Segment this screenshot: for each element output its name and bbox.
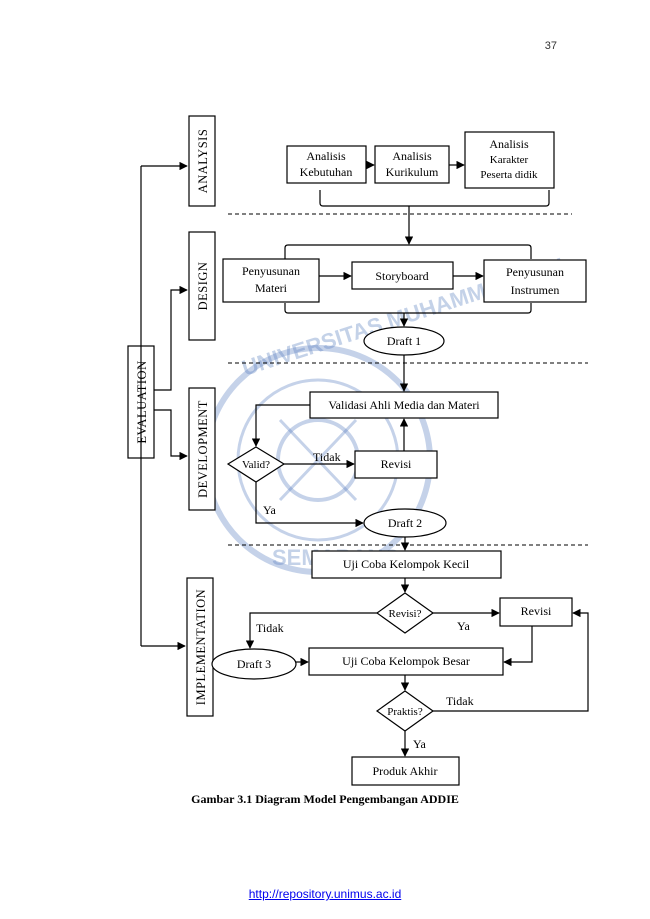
- arrow-valid-to-draft2: [255, 482, 364, 528]
- phase-evaluation-label: EVALUATION: [135, 360, 149, 443]
- node-produk-akhir: [351, 756, 460, 786]
- node-produk-akhir-label: Produk Akhir: [372, 764, 437, 778]
- node-uji-kecil: [311, 550, 502, 579]
- node-analisis-karakter: [464, 131, 555, 189]
- node-draft3: [211, 648, 297, 680]
- node-valid-label: Valid?: [242, 459, 270, 471]
- eval-to-development-arrow: [154, 409, 188, 461]
- node-uji-kecil-label: Uji Coba Kelompok Kecil: [343, 557, 470, 571]
- node-revisi-1-label: Revisi: [381, 457, 412, 471]
- phase-analysis-label: ANALYSIS: [196, 129, 210, 194]
- edge-tidak-3: Tidak: [446, 694, 474, 708]
- node-analisis-kurikulum-line2: Kurikulum: [386, 165, 439, 179]
- design-top-bracket: [284, 244, 532, 259]
- node-analisis-kurikulum-line1: Analisis: [392, 149, 432, 163]
- eval-to-design-arrow: [154, 285, 188, 391]
- node-revisi-1: [354, 450, 438, 479]
- arrow-praktis-to-revisi2: [433, 608, 589, 712]
- node-revisi-2: [499, 597, 573, 627]
- node-analisis-karakter-line1: Analisis: [489, 137, 529, 151]
- node-penyusunan-instrumen-line1: Penyusunan: [506, 265, 564, 279]
- edge-ya-2: Ya: [457, 619, 470, 633]
- phase-design-box: [188, 231, 216, 341]
- node-penyusunan-instrumen: [483, 259, 587, 303]
- node-revisi-decision: [375, 592, 435, 634]
- node-revisi-2-label: Revisi: [521, 604, 552, 618]
- node-penyusunan-materi-line1: Penyusunan: [242, 264, 300, 278]
- edge-tidak-1: Tidak: [313, 450, 341, 464]
- phase-analysis-box: [188, 115, 216, 207]
- arrow-validasi-to-valid: [251, 404, 310, 447]
- node-storyboard: [351, 261, 454, 290]
- phase-implementation-box: [186, 577, 214, 717]
- node-penyusunan-materi: [222, 258, 320, 303]
- node-analisis-kebutuhan-line2: Kebutuhan: [300, 165, 353, 179]
- phase-implementation-label: IMPLEMENTATION: [194, 589, 208, 705]
- node-draft2-label: Draft 2: [388, 516, 422, 530]
- page-number: 37: [544, 40, 557, 52]
- edge-ya-1: Ya: [263, 503, 276, 517]
- node-penyusunan-materi-line2: Materi: [255, 281, 288, 295]
- phase-design-label: DESIGN: [196, 262, 210, 311]
- node-analisis-karakter-line3: Peserta didik: [480, 169, 538, 181]
- arrow-revisiq-to-draft3: [245, 612, 377, 649]
- analysis-bracket: [319, 190, 550, 207]
- node-analisis-kebutuhan-line1: Analisis: [306, 149, 346, 163]
- repository-link[interactable]: http://repository.unimus.ac.id: [248, 887, 402, 901]
- design-bottom-bracket: [284, 303, 532, 314]
- phase-development-box: [188, 387, 216, 511]
- node-uji-besar-label: Uji Coba Kelompok Besar: [342, 654, 470, 668]
- figure-caption: Gambar 3.1 Diagram Model Pengembangan AD…: [191, 792, 459, 806]
- node-analisis-kebutuhan: [286, 145, 367, 184]
- node-praktis-label: Praktis?: [387, 706, 423, 718]
- node-validasi: [309, 391, 499, 419]
- node-draft3-label: Draft 3: [237, 657, 271, 671]
- node-storyboard-label: Storyboard: [375, 269, 428, 283]
- node-uji-besar: [308, 647, 504, 676]
- node-draft1-label: Draft 1: [387, 334, 421, 348]
- edge-ya-3: Ya: [413, 737, 426, 751]
- phase-development-label: DEVELOPMENT: [196, 400, 210, 498]
- edge-tidak-2: Tidak: [256, 621, 284, 635]
- node-analisis-karakter-line2: Karakter: [490, 154, 529, 166]
- node-validasi-label: Validasi Ahli Media dan Materi: [328, 398, 480, 412]
- node-revisi-decision-label: Revisi?: [389, 608, 422, 620]
- arrow-revisi2-to-uji-besar: [503, 626, 533, 667]
- node-penyusunan-instrumen-line2: Instrumen: [511, 283, 560, 297]
